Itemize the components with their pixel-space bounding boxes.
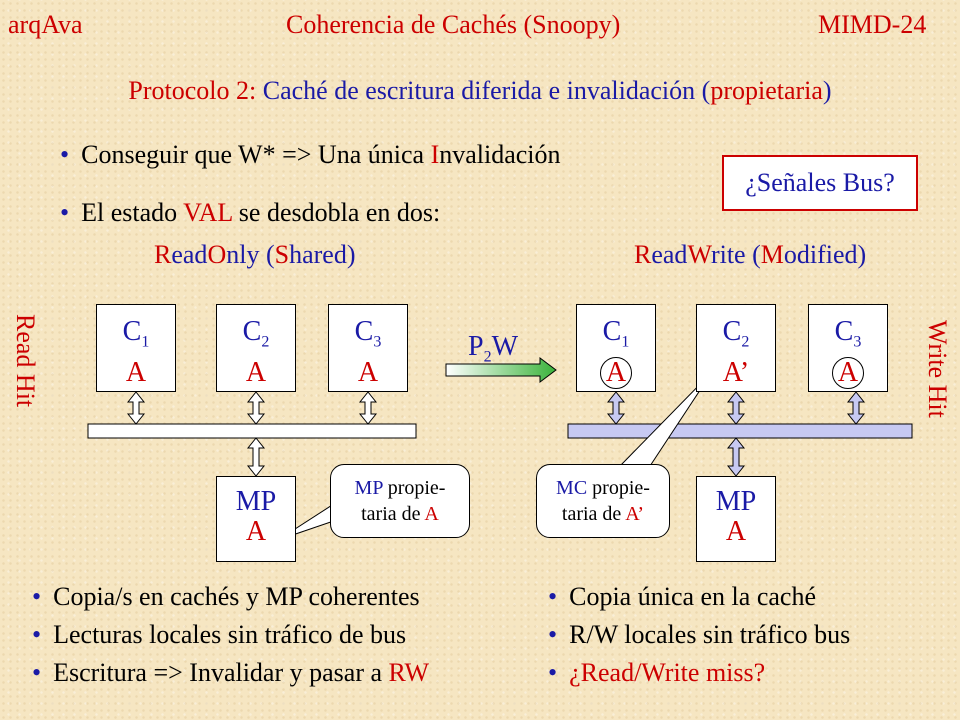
state-read-write: ReadWrite (Modified) — [634, 240, 867, 269]
bullet-top-2: •El estado VAL se desdobla en dos: — [60, 198, 441, 227]
bullet-dot-icon: • — [32, 658, 42, 687]
invalidated-value: A — [831, 356, 864, 389]
bullet-bottom-right-3: •¿Read/Write miss? — [548, 658, 766, 687]
bullet-bottom-right-1: •Copia única en la caché — [548, 582, 816, 611]
bus-arrow-right-c2 — [726, 391, 746, 425]
bus-arrow-left-mp — [246, 437, 266, 477]
bullet-dot-icon: • — [548, 620, 558, 649]
subtitle-main: Caché de escritura diferida e invalidaci… — [262, 76, 711, 105]
invalidated-value: A — [599, 356, 632, 389]
cache-right-c3: C3 A — [808, 304, 888, 392]
slide-number: MIMD-24 — [818, 10, 927, 39]
bullet-bottom-right-2: •R/W locales sin tráfico bus — [548, 620, 851, 649]
bus-arrow-right-mp — [726, 437, 746, 477]
transition-label: P2W — [468, 331, 519, 366]
bus-arrow-left-c2 — [246, 391, 266, 425]
memory-right: MP A — [696, 476, 776, 562]
bus-signals-question-box: ¿Señales Bus? — [722, 155, 918, 211]
invalidation-circle-icon — [831, 356, 864, 389]
slide-title: Coherencia de Cachés (Snoopy) — [286, 10, 621, 39]
callout-mp-owner: MP propie- taria de A — [330, 464, 470, 538]
bullet-dot-icon: • — [32, 620, 42, 649]
subtitle-close: ) — [822, 76, 832, 105]
cache-left-c2: C2 A — [216, 304, 296, 392]
bullet-dot-icon: • — [60, 198, 70, 227]
bus-left — [87, 423, 417, 439]
bullet-bottom-left-3: •Escritura => Invalidar y pasar a RW — [32, 658, 429, 687]
transition-arrow — [445, 357, 557, 383]
bullet-dot-icon: • — [60, 140, 70, 169]
subtitle-owner: propietaria — [710, 76, 823, 105]
callout-mc-owner: MC propie- taria de A’ — [536, 464, 670, 538]
subtitle-prefix: Protocolo 2: — [128, 76, 263, 105]
invalidation-circle-icon — [599, 356, 632, 389]
bullet-top-1: •Conseguir que W* => Una única Invalidac… — [60, 140, 561, 169]
cache-right-c2: C2 A’ — [696, 304, 776, 392]
bullet-dot-icon: • — [32, 582, 42, 611]
cache-right-c1: C1 A — [576, 304, 656, 392]
cache-left-c3: C3 A — [328, 304, 408, 392]
subtitle: Protocolo 2: Caché de escritura diferida… — [0, 76, 960, 106]
cache-left-c1: C1 A — [96, 304, 176, 392]
bus-right — [567, 423, 913, 439]
bus-arrow-left-c3 — [358, 391, 378, 425]
header-left: arqAva — [8, 10, 83, 39]
state-read-only: ReadOnly (Shared) — [154, 240, 356, 269]
bus-arrow-right-c3 — [846, 391, 866, 425]
bullet-dot-icon: • — [548, 582, 558, 611]
bullet-dot-icon: • — [548, 658, 558, 687]
bus-arrow-right-c1 — [606, 391, 626, 425]
memory-left: MP A — [216, 476, 296, 562]
bullet-bottom-left-2: •Lecturas locales sin tráfico de bus — [32, 620, 407, 649]
bullet-bottom-left-1: •Copia/s en cachés y MP coherentes — [32, 582, 420, 611]
bus-arrow-left-c1 — [126, 391, 146, 425]
